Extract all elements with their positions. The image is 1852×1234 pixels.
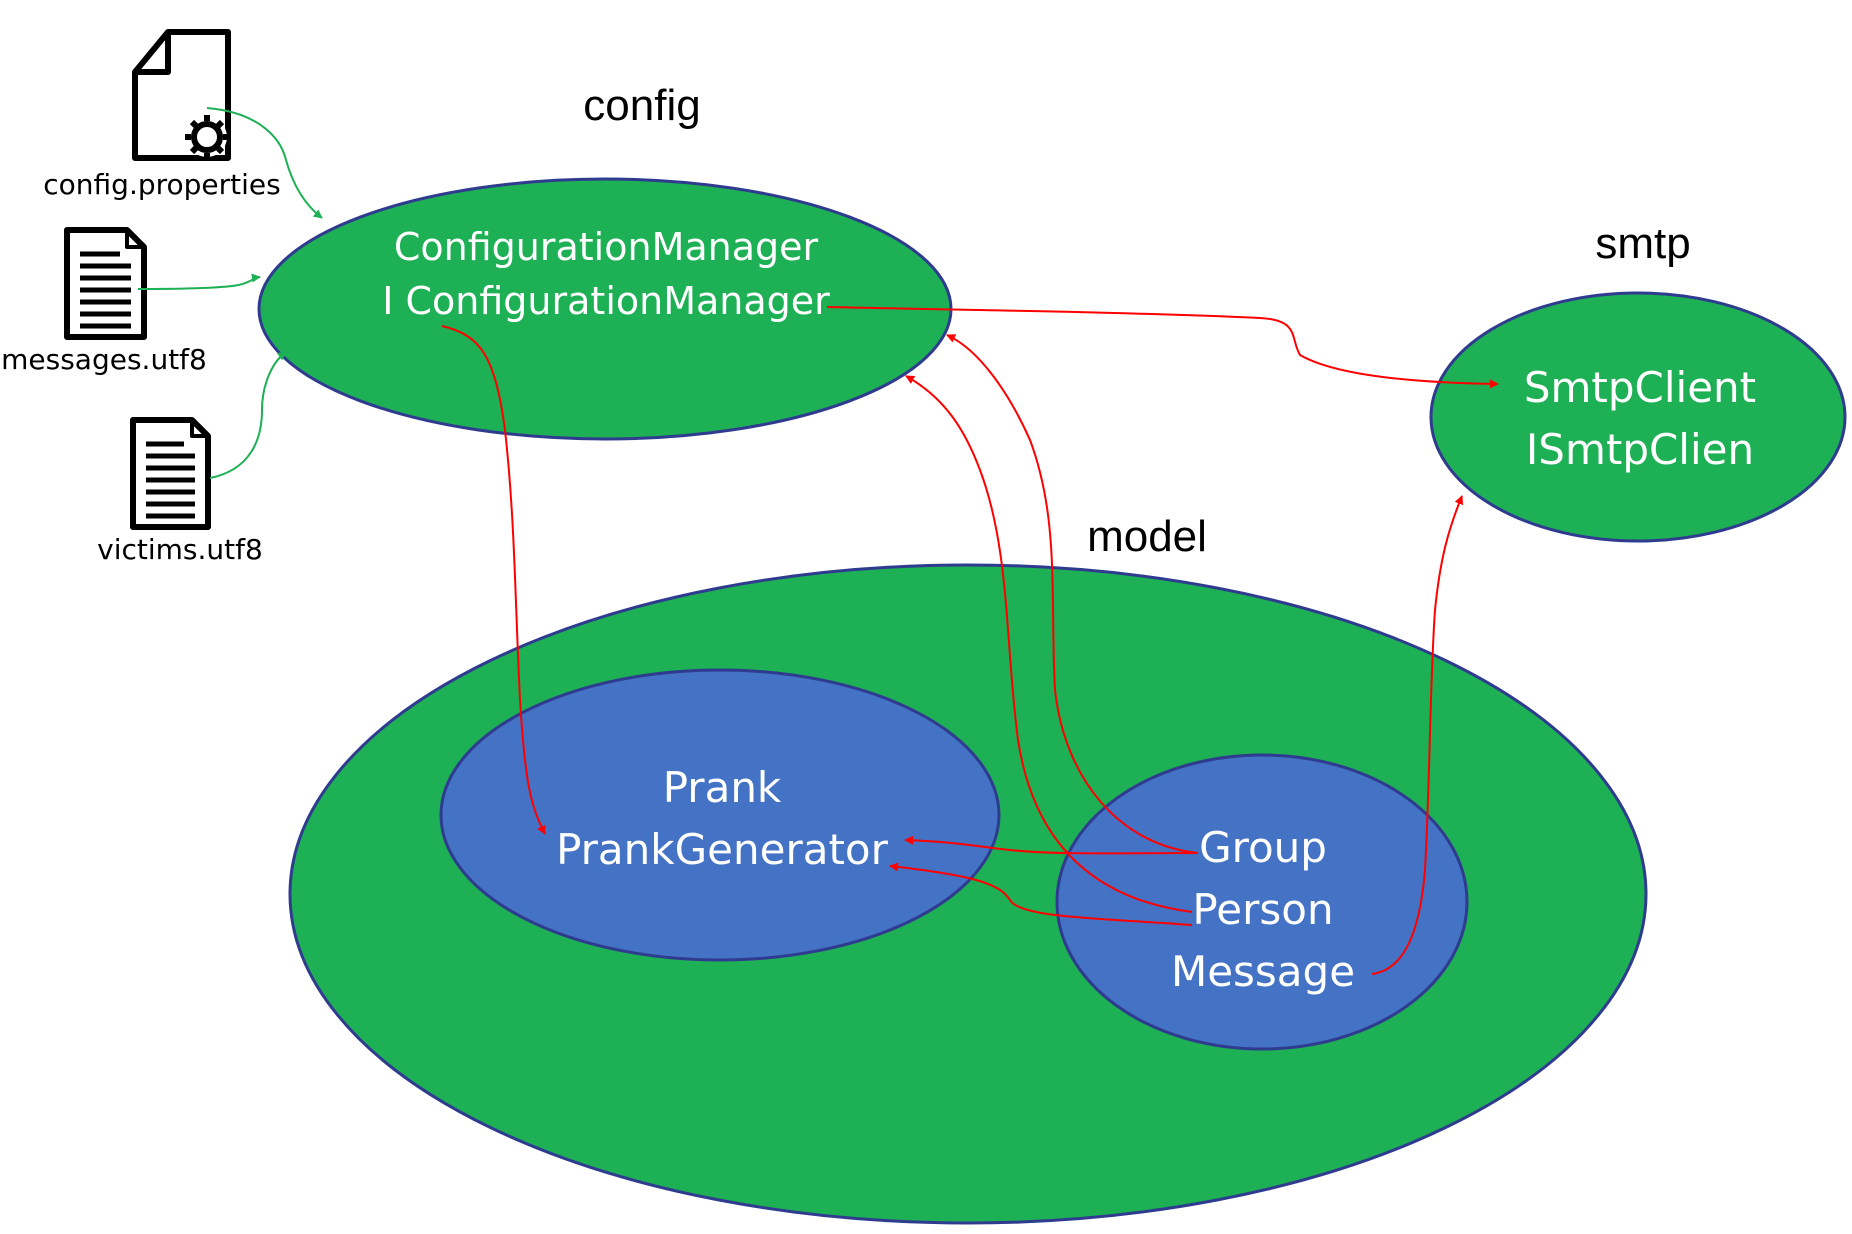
class-i-configuration-manager: I ConfigurationManager xyxy=(382,279,830,323)
arrow-person-to-config xyxy=(905,375,1193,913)
arrow-group-to-prank-generator xyxy=(904,835,1199,855)
class-ismtp-client: ISmtpClien xyxy=(1526,425,1754,474)
text-file-icon xyxy=(130,417,211,530)
class-prank-generator: PrankGenerator xyxy=(556,825,889,874)
arrow-victims-to-config xyxy=(209,351,287,479)
arrow-messages-to-config xyxy=(137,273,261,290)
arrow-message-to-smtp xyxy=(1371,495,1464,975)
model-package-title: model xyxy=(1087,512,1207,561)
class-group: Group xyxy=(1199,823,1327,872)
class-message: Message xyxy=(1171,947,1355,996)
arrow-config-properties-to-config xyxy=(206,107,323,219)
arrow-config-to-smtp xyxy=(826,306,1499,389)
arrow-config-to-prank-generator xyxy=(441,325,546,835)
class-configuration-manager: ConfigurationManager xyxy=(394,225,819,269)
entities-subpackage-ellipse xyxy=(1055,753,1469,1051)
class-smtp-client: SmtpClient xyxy=(1524,363,1756,412)
prank-subpackage-ellipse xyxy=(439,668,1001,962)
class-person: Person xyxy=(1192,885,1333,934)
class-prank: Prank xyxy=(663,763,782,812)
smtp-package-title: smtp xyxy=(1595,219,1690,268)
file-label-messages-utf8: messages.utf8 xyxy=(1,343,207,376)
settings-file-icon xyxy=(132,29,231,161)
arrow-group-to-config xyxy=(946,334,1199,854)
config-package-title: config xyxy=(583,81,700,130)
file-label-config-properties: config.properties xyxy=(43,168,280,201)
arrow-person-to-prank-generator xyxy=(889,862,1193,926)
text-file-icon xyxy=(64,227,147,340)
file-label-victims-utf8: victims.utf8 xyxy=(97,533,263,566)
smtp-package-ellipse xyxy=(1429,291,1847,543)
